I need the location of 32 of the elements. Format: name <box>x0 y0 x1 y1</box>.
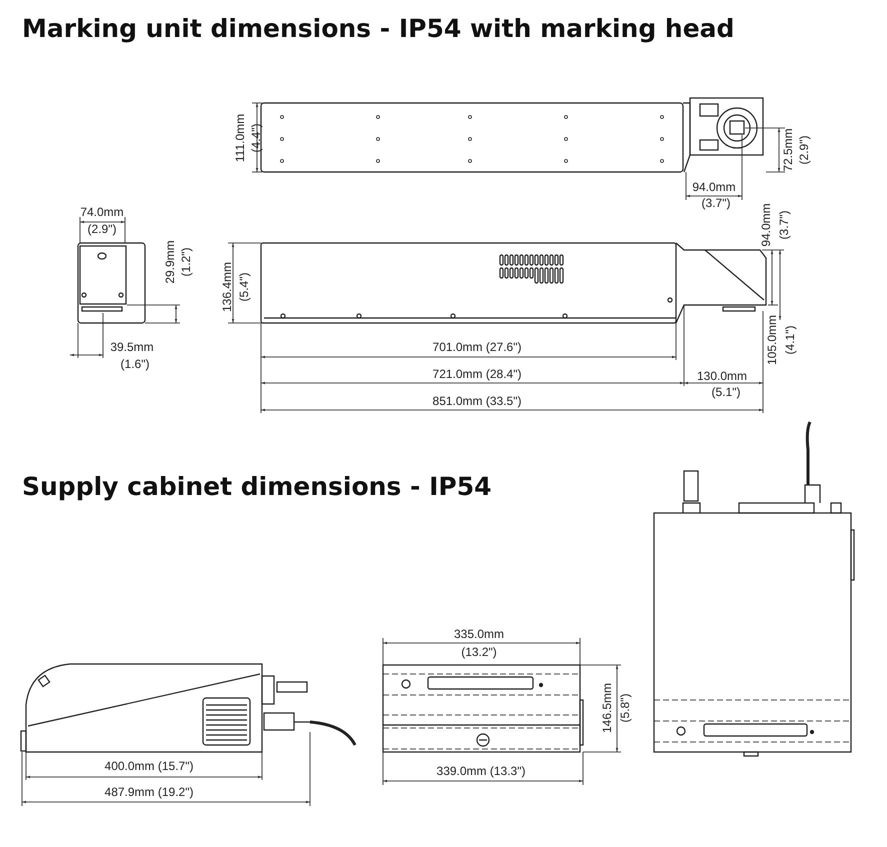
dimension-label: (1.2") <box>179 248 193 276</box>
dimension-label: 487.9mm (19.2") <box>104 785 194 799</box>
dimension-label: 105.0mm <box>765 314 779 366</box>
dimension-label: (2.9") <box>797 136 811 164</box>
dimension-label: 335.0mm <box>454 627 504 641</box>
dimension-label: (2.9") <box>88 222 116 236</box>
dimension-label: 111.0mm <box>233 114 247 162</box>
dimension-label: (3.7") <box>777 210 791 240</box>
dimension-label: (5.8") <box>618 694 632 722</box>
dimension-label: (5.4") <box>237 272 251 302</box>
section-heading: Supply cabinet dimensions - IP54 <box>22 472 492 501</box>
dimension-label: (13.2") <box>461 645 497 659</box>
dimension-label: (3.7") <box>702 196 730 210</box>
dimension-label: 339.0mm (13.3") <box>436 764 526 778</box>
dimension-label: 94.0mm <box>759 203 773 247</box>
dimension-label: 130.0mm <box>696 369 748 383</box>
dimension-label: (4.4") <box>249 124 263 152</box>
dimension-label: 94.0mm <box>692 180 736 194</box>
dimension-label: (5.1") <box>712 385 740 399</box>
dimension-label: 136.4mm <box>220 262 234 312</box>
diagram-title: Marking unit dimensions - IP54 with marking head <box>22 14 734 43</box>
dimension-label: 721.0mm (28.4") <box>432 367 522 381</box>
dimension-label: 74.0mm <box>80 205 124 219</box>
dimension-label: 72.5mm <box>781 128 795 172</box>
dimension-label: 400.0mm (15.7") <box>104 759 194 773</box>
dimension-label: 29.9mm <box>163 240 177 284</box>
dimension-label: 146.5mm <box>600 682 614 734</box>
dimension-label: (4.1") <box>783 326 797 354</box>
dimension-label: 851.0mm (33.5") <box>432 394 522 408</box>
dimension-label: 701.0mm (27.6") <box>432 340 522 354</box>
dimension-label: 39.5mm <box>110 340 154 354</box>
dimension-label: (1.6") <box>120 357 150 371</box>
